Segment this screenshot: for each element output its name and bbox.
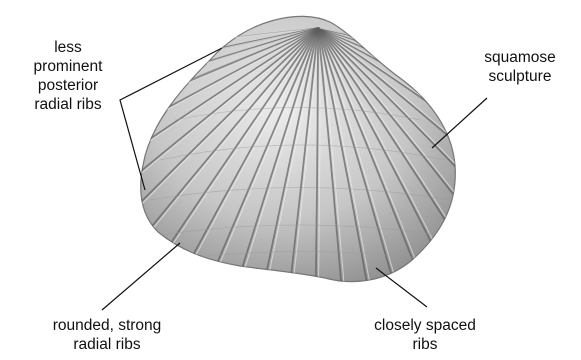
label-squamose-sculpture: squamose sculpture: [470, 48, 570, 86]
label-rounded-ribs: rounded, strong radial ribs: [32, 316, 182, 354]
label-spaced-ribs: closely spaced ribs: [355, 316, 495, 354]
label-posterior-ribs: less prominent posterior radial ribs: [18, 38, 118, 114]
leader-rounded-ribs: [102, 243, 180, 310]
leader-spaced-ribs: [376, 268, 427, 307]
